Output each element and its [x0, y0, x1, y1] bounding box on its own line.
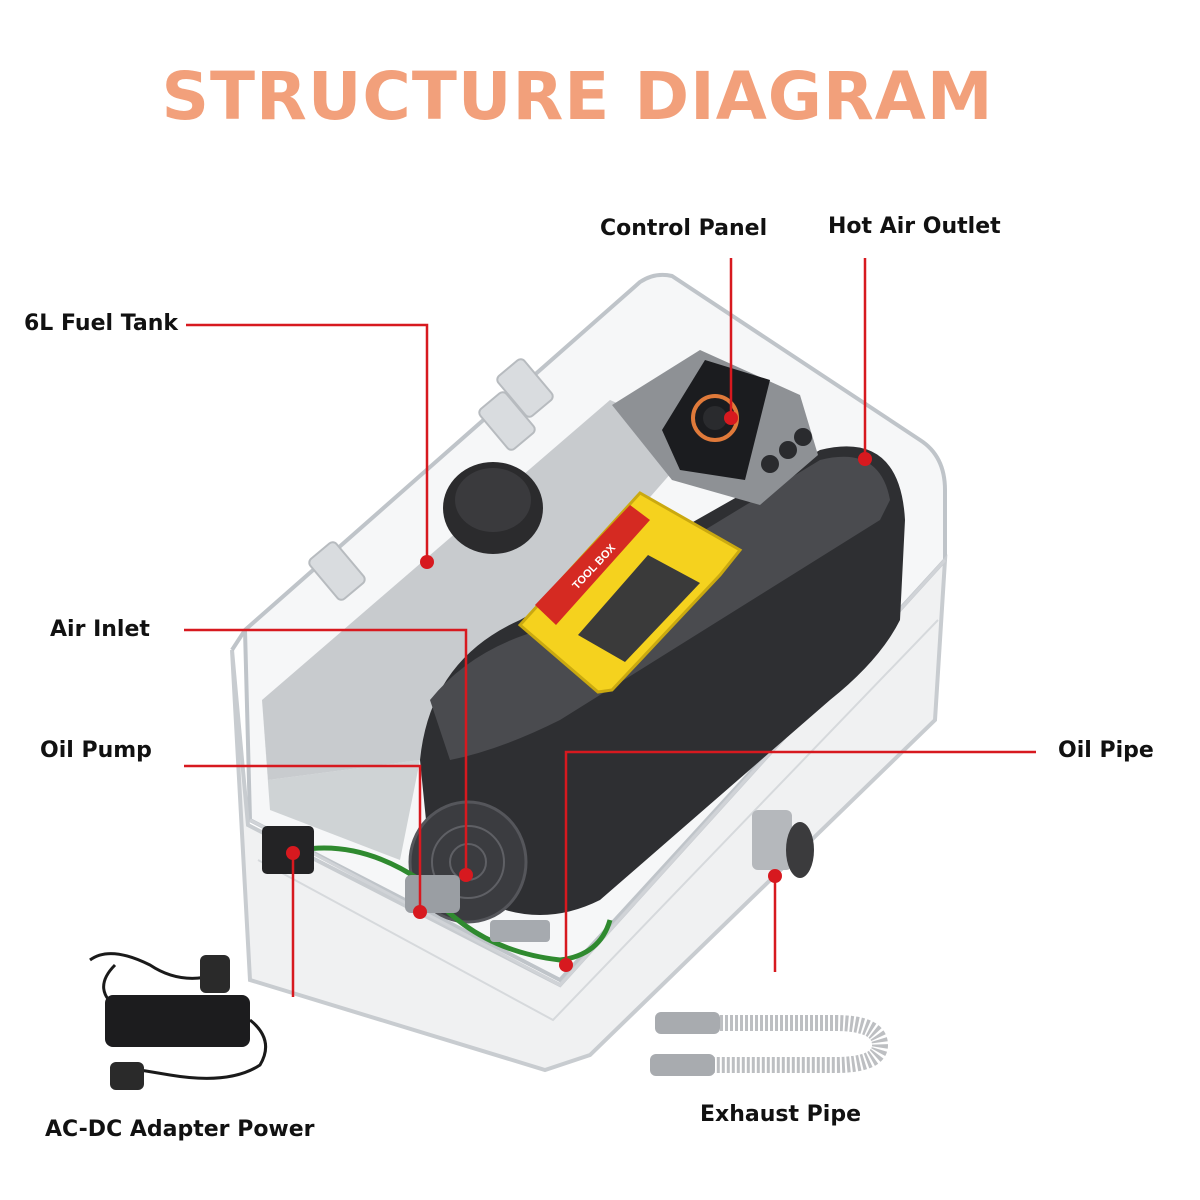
adapter-plug — [200, 955, 230, 993]
exhaust-pipe-image — [650, 1012, 889, 1076]
label-adapter-power: AC-DC Adapter Power — [45, 1117, 315, 1142]
oil-pump-body — [405, 875, 460, 913]
page-title: STRUCTURE DIAGRAM — [161, 58, 994, 135]
adapter-brick — [105, 995, 250, 1047]
adapter-image — [89, 952, 268, 1090]
leader-oil-pump — [184, 764, 422, 910]
label-control-panel: Control Panel — [600, 216, 768, 241]
label-air-inlet: Air Inlet — [50, 617, 150, 642]
label-hot-air-outlet: Hot Air Outlet — [828, 214, 1001, 239]
leader-fuel-tank — [186, 323, 429, 560]
leader-dots — [286, 411, 872, 972]
leader-lines — [184, 258, 1036, 997]
leader-oil-pipe — [564, 750, 1036, 963]
label-exhaust-pipe: Exhaust Pipe — [700, 1102, 861, 1127]
exhaust-connector — [752, 810, 792, 870]
fuel-tank — [262, 400, 700, 860]
case-edge — [230, 628, 247, 652]
leader-air-inlet — [184, 628, 468, 873]
label-oil-pump: Oil Pump — [40, 738, 152, 763]
label-fuel-tank: 6L Fuel Tank — [24, 311, 179, 336]
label-oil-pipe: Oil Pipe — [1058, 738, 1154, 763]
oil-pipe-tube — [299, 845, 613, 963]
